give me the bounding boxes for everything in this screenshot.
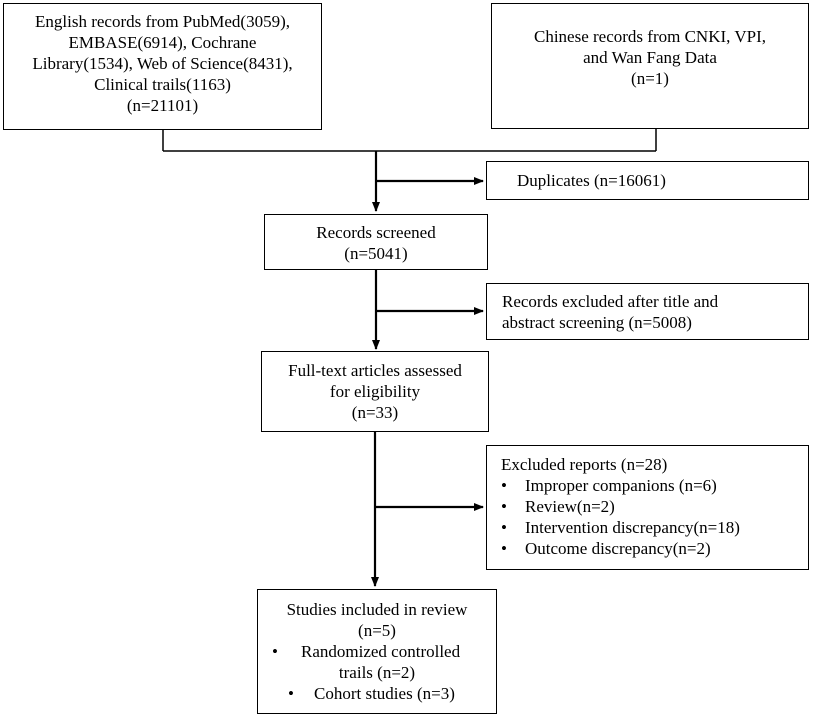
- english-records-box: English records from PubMed(3059), EMBAS…: [3, 3, 322, 130]
- excluded-reason-item: Intervention discrepancy(n=18): [501, 517, 808, 538]
- excluded-reason-item: Review(n=2): [501, 496, 808, 517]
- full-text-count: (n=33): [351, 403, 399, 422]
- full-text-line: Full-text articles assessed: [288, 361, 462, 380]
- chinese-records-line: Chinese records from CNKI, VPI,: [534, 27, 766, 46]
- bullet-icon: •: [272, 642, 278, 661]
- included-item-text: Randomized controlled: [301, 642, 461, 661]
- english-records-line: Clinical trails(1163): [94, 75, 231, 94]
- full-text-box: Full-text articles assessed for eligibil…: [261, 351, 489, 432]
- excluded-reason-item: Improper companions (n=6): [501, 475, 808, 496]
- excluded-reports-box: Excluded reports (n=28) Improper compani…: [486, 445, 809, 570]
- records-screened-box: Records screened (n=5041): [264, 214, 488, 270]
- english-records-count: (n=21101): [126, 96, 199, 115]
- chinese-records-box: Chinese records from CNKI, VPI, and Wan …: [491, 3, 809, 129]
- included-item-rct: • Randomized controlled: [258, 641, 496, 662]
- records-excluded-box: Records excluded after title and abstrac…: [486, 283, 809, 340]
- excluded-reports-list: Improper companions (n=6) Review(n=2) In…: [501, 475, 808, 559]
- english-records-line: English records from PubMed(3059),: [35, 12, 290, 31]
- excluded-reports-title: Excluded reports (n=28): [501, 455, 668, 474]
- records-screened-count: (n=5041): [344, 244, 408, 263]
- excluded-reason-item: Outcome discrepancy(n=2): [501, 538, 808, 559]
- studies-included-label: Studies included in review: [286, 600, 468, 619]
- bullet-icon: •: [288, 684, 294, 703]
- full-text-line: for eligibility: [329, 382, 421, 401]
- duplicates-label: Duplicates (n=16061): [517, 171, 666, 190]
- included-item-text-continued: trails (n=2): [338, 663, 416, 682]
- duplicates-box: Duplicates (n=16061): [486, 161, 809, 200]
- chinese-records-count: (n=1): [631, 69, 669, 88]
- included-item-text: Cohort studies (n=3): [314, 684, 455, 703]
- english-records-line: Library(1534), Web of Science(8431),: [32, 54, 293, 73]
- included-item-cohort: • Cohort studies (n=3): [258, 683, 496, 704]
- studies-included-box: Studies included in review (n=5) • Rando…: [257, 589, 497, 714]
- chinese-records-line: and Wan Fang Data: [583, 48, 717, 67]
- records-excluded-line: Records excluded after title and: [502, 292, 719, 311]
- studies-included-count: (n=5): [358, 621, 396, 640]
- english-records-line: EMBASE(6914), Cochrane: [68, 33, 257, 52]
- records-excluded-line: abstract screening (n=5008): [502, 313, 692, 332]
- records-screened-label: Records screened: [316, 223, 436, 242]
